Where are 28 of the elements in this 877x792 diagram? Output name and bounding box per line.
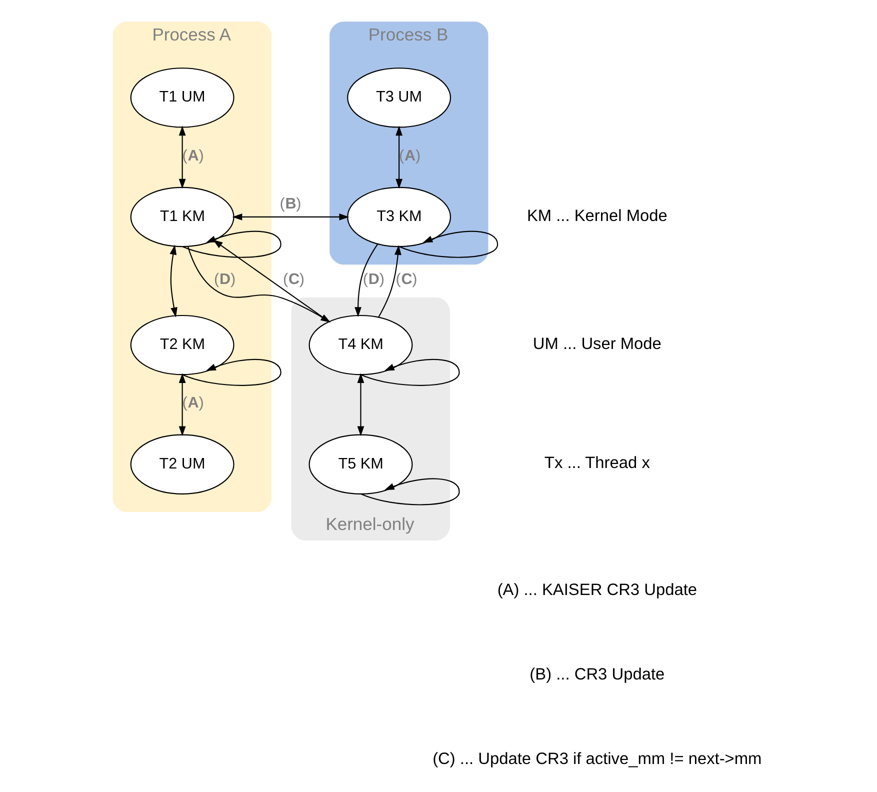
node-ellipse: T1 UM [130,67,234,128]
node-ellipse: T3 UM [346,67,451,128]
label: Tx ... Thread x [544,454,650,472]
arrow [178,125,186,188]
arrow [395,125,402,188]
arrow [354,243,378,316]
node-ellipse: T2 KM [130,314,234,375]
edge-label: (B) [279,194,301,212]
edge-label: (D) [214,270,236,288]
edge-label: (C) [282,270,304,288]
label: (C) ... Update CR3 if active_mm != next->mm [432,749,762,768]
edge-label: (A) [182,394,204,412]
edge-label: (A) [398,146,420,164]
edge-label: (A) [182,146,204,164]
arrow [232,213,349,220]
arrow [169,244,177,317]
label: KM ... Kernel Mode [526,206,667,224]
node-ellipse: T3 KM [346,186,451,247]
edge-label: (C) [395,270,417,288]
edge-label: (D) [362,270,384,288]
arrow [378,244,401,317]
node-ellipse: T5 KM [308,434,412,494]
label: UM ... User Mode [532,334,661,352]
label: (A) ... KAISER CR3 Update [496,580,697,599]
arrow [356,372,364,436]
node-ellipse: T2 UM [130,434,234,494]
label: (B) ... CR3 Update [529,664,664,683]
arrow [178,372,186,436]
